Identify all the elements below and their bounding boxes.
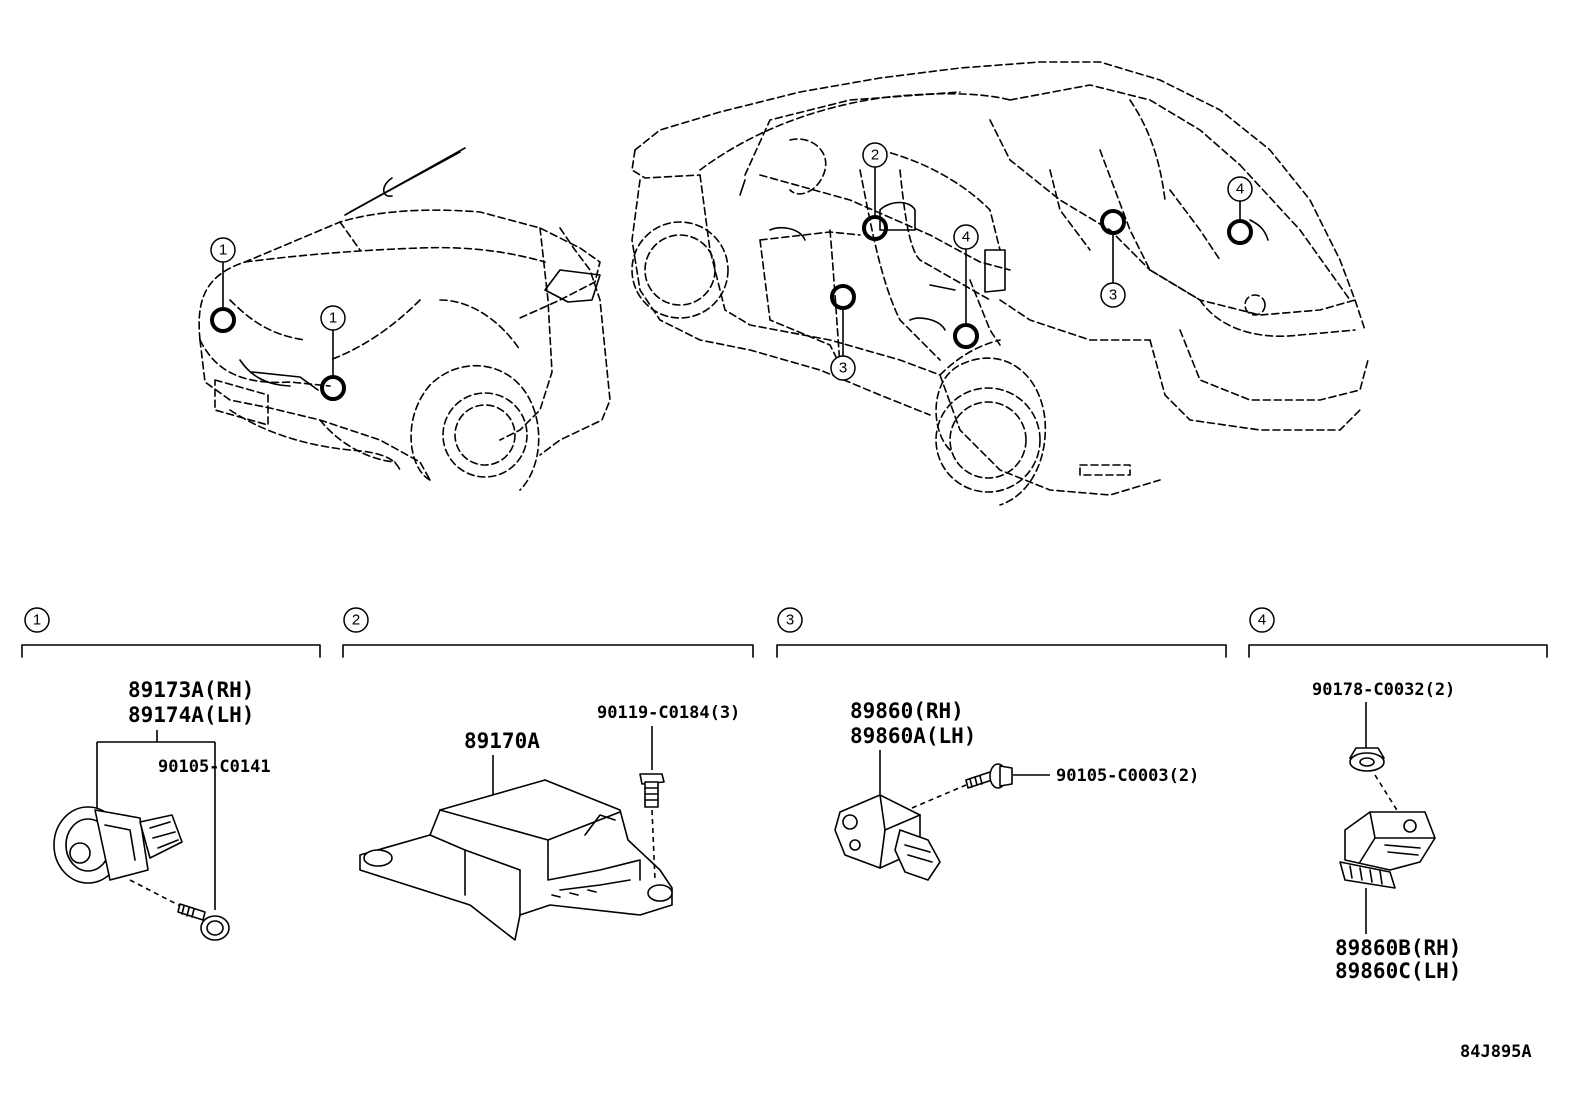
section-number: 4 — [1258, 612, 1266, 629]
illustration-code: 84J895A — [1460, 1042, 1532, 1062]
bolt-number-90105-C0003: 90105-C0003(2) — [1056, 766, 1199, 786]
side-impact-sensor-shape — [834, 794, 941, 881]
callout-circle-1a: 1 — [210, 237, 236, 263]
nut-number-90178-C0032: 90178-C0032(2) — [1312, 680, 1455, 700]
section-header-3: 3 — [776, 607, 1227, 658]
bolt-number-90119-C0184: 90119-C0184(3) — [597, 703, 740, 723]
bolt-shape — [177, 903, 230, 941]
nut-shape — [1349, 747, 1385, 772]
section-1-front-sensor: 89173A(RH) 89174A(LH) 90105-C0141 — [53, 678, 271, 941]
callout-number: 3 — [839, 360, 847, 377]
part-number-89860C: 89860C(LH) — [1335, 959, 1461, 983]
ecu-bolt-shape — [639, 773, 665, 808]
section-4-rear-side-sensor: 90178-C0032(2) 89860B(RH) 89860C(LH) — [1312, 680, 1461, 983]
callout-circle-4a: 4 — [953, 224, 979, 250]
callout-number: 4 — [1236, 181, 1244, 198]
rear-car-illustration — [631, 61, 1369, 506]
airbag-ecu-shape — [359, 779, 673, 941]
part-number-89174A: 89174A(LH) — [128, 703, 254, 727]
section-3-side-sensor: 89860(RH) 89860A(LH) 90105-C0003(2) — [834, 699, 1199, 881]
section-header-1: 1 — [21, 607, 321, 658]
callout-circle-3b: 3 — [1100, 282, 1126, 308]
section-header-2: 2 — [342, 607, 754, 658]
front-car-illustration — [198, 147, 611, 491]
sensor-location-markers — [210, 209, 1253, 401]
callout-number: 1 — [219, 242, 227, 259]
section-number: 1 — [33, 612, 41, 629]
part-number-89860B: 89860B(RH) — [1335, 936, 1461, 960]
section-2-airbag-ecu: 89170A 90119-C0184(3) — [359, 703, 740, 941]
callout-number: 1 — [329, 310, 337, 327]
callout-leaders — [222, 166, 1241, 377]
section-number: 2 — [352, 612, 360, 629]
callout-circle-3a: 3 — [830, 355, 856, 381]
section-number: 3 — [786, 612, 794, 629]
front-impact-sensor-shape — [53, 806, 183, 884]
callout-number: 4 — [962, 229, 970, 246]
callout-circle-2: 2 — [862, 142, 888, 168]
part-number-89860A: 89860A(LH) — [850, 724, 976, 748]
callout-circle-1b: 1 — [320, 305, 346, 331]
rear-side-sensor-shape — [1339, 811, 1436, 889]
section-header-4: 4 — [1248, 607, 1548, 658]
callout-circle-4b: 4 — [1227, 176, 1253, 202]
callout-number: 3 — [1109, 287, 1117, 304]
side-bolt-shape — [965, 763, 1013, 789]
part-number-89860: 89860(RH) — [850, 699, 964, 723]
part-number-89170A: 89170A — [464, 729, 540, 753]
part-number-89173A: 89173A(RH) — [128, 678, 254, 702]
callout-number: 2 — [871, 147, 879, 164]
